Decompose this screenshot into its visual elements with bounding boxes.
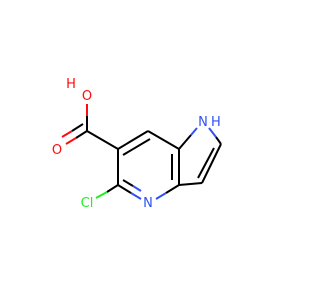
bond-c7a-n1-n [190, 127, 198, 136]
atom-ring-n: N [143, 196, 153, 211]
bond-n4-c5-n [130, 192, 142, 200]
bond-n4-c5 [117, 184, 132, 194]
bond-c7-c7a [147, 130, 180, 150]
bond-c3a-n4-n [155, 192, 167, 200]
bond-c3a-n4 [165, 184, 180, 194]
bond-n4-c5-double [122, 179, 134, 187]
atom-cl: Cl [81, 196, 94, 211]
bond-c7a-n1 [178, 134, 192, 150]
atom-hydroxyl-o: O [82, 89, 92, 104]
atom-carbonyl-o: O [52, 143, 62, 158]
bond-c5-cl [106, 184, 119, 193]
atom-hydroxyl-h: H [66, 77, 76, 92]
bond-c3-c3a [178, 182, 203, 186]
bond-c6-c7-double [122, 138, 151, 156]
bond-n1-c2-n [208, 127, 217, 138]
atom-nh-h: H [211, 115, 221, 130]
bond-c2-c3-double [197, 147, 215, 179]
bond-cacid-o-o [65, 137, 77, 145]
bond-c6-c7 [117, 130, 149, 150]
bond-cacid-o [75, 130, 88, 139]
bond-n4-c5-double-n [132, 185, 142, 192]
bond-cacid-o-double-o [61, 130, 73, 138]
bond-c2-c3 [201, 143, 222, 184]
molecule-structure: O H O N H N Cl [52, 77, 222, 211]
atom-nh-n: N [198, 115, 208, 130]
bond-c6-cacid [86, 130, 119, 150]
bond-c5-cl-cl [95, 191, 108, 199]
bond-n1-c2 [215, 136, 222, 145]
bond-cacid-o-double [71, 123, 84, 132]
